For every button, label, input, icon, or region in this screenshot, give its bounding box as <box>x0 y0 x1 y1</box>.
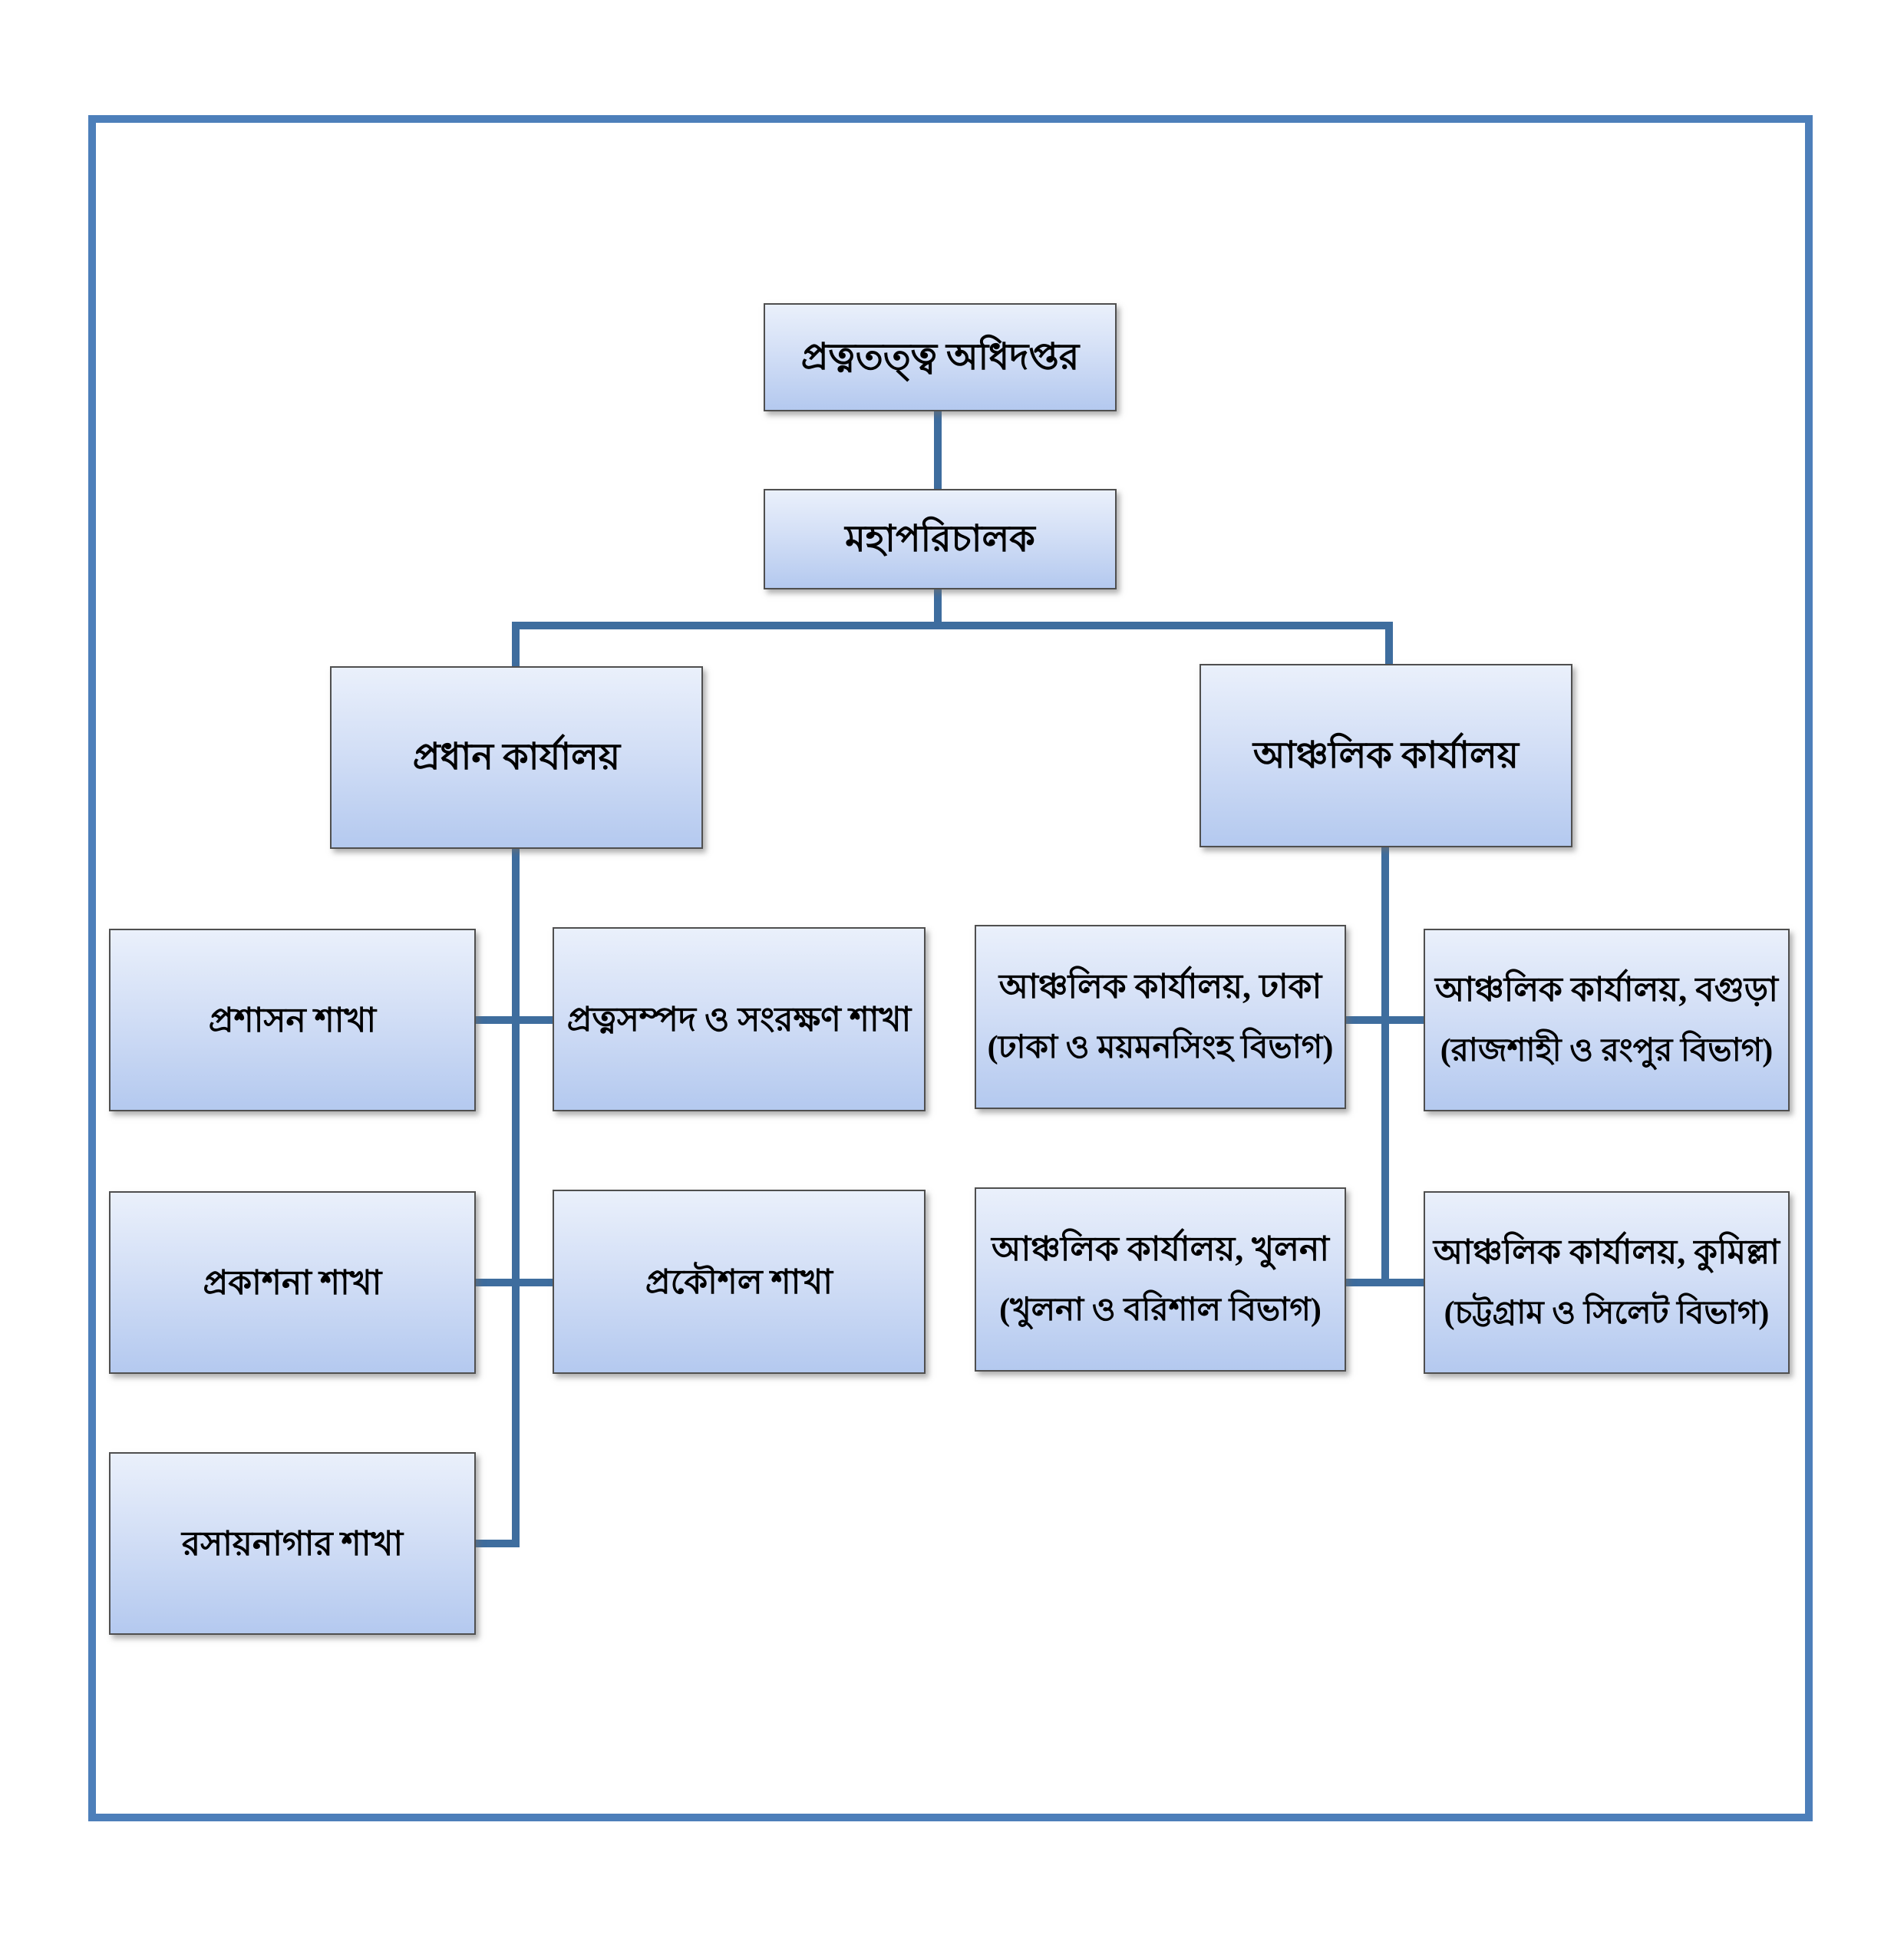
node-publication-branch-label: প্রকাশনা শাখা <box>203 1263 382 1302</box>
node-regional-bogura-label: আঞ্চলিক কার্যালয়, বগুড়া <box>1435 971 1778 1009</box>
node-laboratory-branch-label: রসায়নাগার শাখা <box>181 1524 404 1563</box>
node-head-office: প্রধান কার্যালয় <box>330 666 703 849</box>
node-director-general: মহাপরিচালক <box>764 489 1117 589</box>
connector-regional-office-drop <box>1385 622 1393 664</box>
node-regional-khulna: আঞ্চলিক কার্যালয়, খুলনা (খুলনা ও বরিশাল… <box>975 1187 1346 1372</box>
node-regional-office-label: আঞ্চলিক কার্যালয় <box>1252 735 1520 776</box>
connector-head-office-drop <box>512 622 520 666</box>
connector-root-to-dg <box>934 411 942 489</box>
connector-right-row1 <box>1346 1016 1424 1024</box>
node-regional-office: আঞ্চলিক কার্যালয় <box>1199 664 1572 847</box>
node-dg-label: মহাপরিচালক <box>845 518 1035 560</box>
node-assets-conservation-branch: প্রত্নসম্পদ ও সংরক্ষণ শাখা <box>553 927 926 1111</box>
node-regional-khulna-sub: (খুলনা ও বরিশাল বিভাগ) <box>999 1293 1322 1329</box>
node-regional-bogura-sub: (রাজশাহী ও রংপুর বিভাগ) <box>1440 1033 1774 1069</box>
node-regional-cumilla-sub: (চট্টগ্রাম ও সিলেট বিভাগ) <box>1444 1296 1770 1332</box>
node-laboratory-branch: রসায়নাগার শাখা <box>109 1452 476 1635</box>
connector-dg-drop <box>934 589 942 628</box>
node-engineering-branch: প্রকৌশল শাখা <box>553 1190 926 1374</box>
node-root-department: প্রত্নতত্ত্ব অধিদপ্তর <box>764 303 1117 411</box>
node-regional-dhaka-label: আঞ্চলিক কার্যালয়, ঢাকা <box>998 968 1322 1006</box>
node-regional-dhaka: আঞ্চলিক কার্যালয়, ঢাকা (ঢাকা ও ময়মনসিং… <box>975 925 1346 1109</box>
node-administration-branch-label: প্রশাসন শাখা <box>208 1001 377 1039</box>
node-engineering-branch-label: প্রকৌশল শাখা <box>645 1263 833 1301</box>
connector-left-row2 <box>476 1279 553 1286</box>
node-root-label: প্রত্নতত্ত্ব অধিদপ্তর <box>800 336 1080 378</box>
node-regional-bogura: আঞ্চলিক কার্যালয়, বগুড়া (রাজশাহী ও রংপ… <box>1424 929 1790 1111</box>
connector-left-row3 <box>476 1540 520 1547</box>
node-head-office-label: প্রধান কার্যালয় <box>412 737 621 778</box>
connector-splitter <box>512 622 1393 629</box>
node-regional-cumilla: আঞ্চলিক কার্যালয়, কুমিল্লা (চট্টগ্রাম ও… <box>1424 1191 1790 1374</box>
connector-right-trunk <box>1381 847 1389 1286</box>
node-regional-khulna-label: আঞ্চলিক কার্যালয়, খুলনা <box>992 1230 1329 1269</box>
node-regional-dhaka-sub: (ঢাকা ও ময়মনসিংহ বিভাগ) <box>987 1030 1334 1066</box>
node-publication-branch: প্রকাশনা শাখা <box>109 1191 476 1374</box>
connector-left-trunk <box>512 849 520 1547</box>
connector-right-row2 <box>1346 1279 1424 1286</box>
node-assets-conservation-branch-label: প্রত্নসম্পদ ও সংরক্ষণ শাখা <box>566 1000 912 1038</box>
node-regional-cumilla-label: আঞ্চলিক কার্যালয়, কুমিল্লা <box>1433 1233 1780 1272</box>
org-chart-frame <box>88 115 1813 1821</box>
node-administration-branch: প্রশাসন শাখা <box>109 929 476 1111</box>
connector-left-row1 <box>476 1016 553 1024</box>
